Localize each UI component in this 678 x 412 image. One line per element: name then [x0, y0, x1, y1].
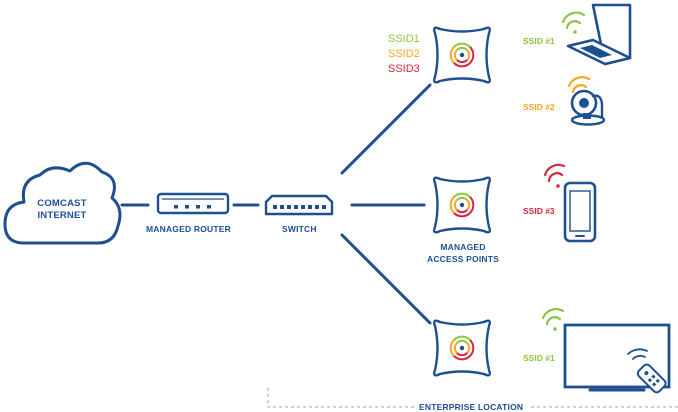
switch-icon	[264, 194, 334, 216]
ssid-legend-2: SSID2	[388, 48, 420, 60]
wifi-signal-icon-laptop	[561, 11, 586, 34]
cloud-icon	[3, 161, 122, 245]
access-point-icon-bottom	[432, 319, 492, 377]
access-points-label-line2: ACCESS POINTS	[426, 254, 500, 264]
client-ssid-label-phone: SSID #3	[523, 206, 555, 216]
access-points-label-line1: MANAGED	[440, 242, 486, 252]
ssid-legend-1: SSID1	[388, 33, 420, 45]
enterprise-location-bracket	[267, 388, 678, 408]
wifi-signal-icon-tv	[541, 308, 565, 331]
access-point-icon-middle	[432, 176, 492, 234]
enterprise-location-label: ENTERPRISE LOCATION	[414, 402, 529, 412]
router-label: MANAGED ROUTER	[146, 224, 231, 234]
link-switch-ap-bottom	[340, 233, 432, 325]
cloud-label-line2: INTERNET	[37, 210, 87, 221]
wifi-signal-icon-phone	[543, 163, 566, 188]
cloud-label-line1: COMCAST	[37, 198, 87, 209]
client-ssid-label-laptop: SSID #1	[523, 36, 555, 46]
smartphone-icon	[563, 181, 597, 243]
remote-control-icon	[627, 348, 667, 394]
webcam-icon	[570, 89, 606, 126]
laptop-icon	[566, 3, 632, 66]
cloud-label: COMCAST INTERNET	[26, 198, 98, 222]
switch-label: SWITCH	[282, 224, 317, 234]
access-point-icon-top	[432, 26, 492, 84]
access-points-label: MANAGED ACCESS POINTS	[418, 241, 508, 265]
ssid-legend-3: SSID3	[388, 63, 420, 75]
client-ssid-label-webcam: SSID #2	[523, 102, 555, 112]
connection-lines	[120, 83, 432, 325]
client-ssid-label-tv: SSID #1	[523, 353, 555, 363]
router-icon	[156, 192, 230, 215]
link-switch-ap-top	[340, 83, 432, 175]
